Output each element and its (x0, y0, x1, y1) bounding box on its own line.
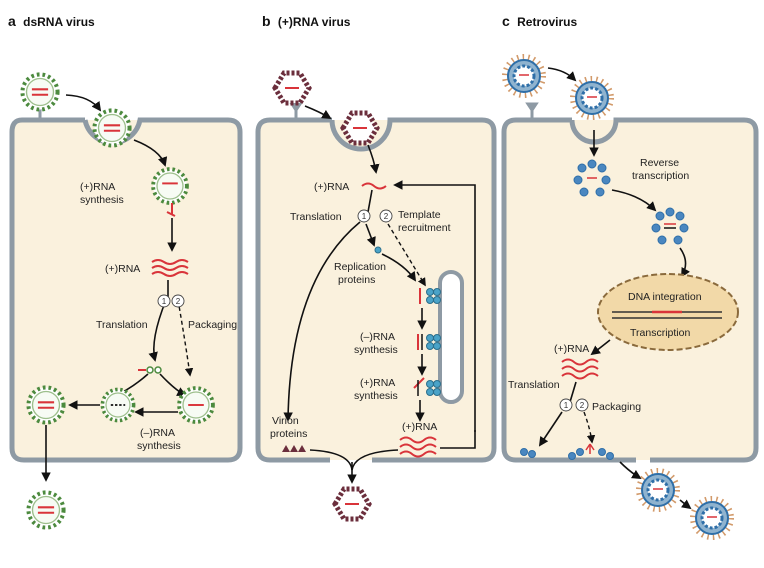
step-1-badge (157, 294, 171, 308)
label-a-neg-rna-synthesis-2: synthesis (137, 440, 181, 452)
retrovirus-budding-icon (639, 471, 677, 509)
label-c-reverse-2: transcription (632, 170, 689, 182)
label-b-pos-rna-synthesis-1: (+)RNA (360, 377, 395, 389)
dsrna-packaged-core-icon (177, 386, 215, 424)
rna-strand-icon (399, 436, 437, 444)
label-b-pos-rna-top: (+)RNA (314, 181, 349, 193)
pre-integration-complex-icon (651, 207, 689, 245)
label-b-replication-2: proteins (338, 274, 375, 286)
step-1-number: 1 (362, 212, 367, 221)
label-b-template-2: recruitment (398, 222, 451, 234)
panel-b-cell-membrane (255, 117, 497, 463)
label-b-virion-2: proteins (270, 428, 307, 440)
label-b-pos-rna-synthesis-2: synthesis (354, 390, 398, 402)
rna-strand-icon (561, 358, 599, 366)
rna-virion-icon (275, 73, 309, 103)
step-1-number: 1 (162, 297, 167, 306)
label-a-pos-rna-synthesis-1: (+)RNA (80, 181, 115, 193)
step-1-number: 1 (564, 401, 569, 410)
integrated-dna-icon (612, 310, 722, 319)
panel-b-cytoplasm (258, 120, 494, 460)
step-1-badge (357, 209, 371, 223)
capsid-proteins-icon (138, 366, 162, 374)
dsrna-mature-virion-icon (28, 387, 63, 422)
label-a-pos-rna-synthesis-2: synthesis (80, 194, 124, 206)
label-b-replication-1: Replication (334, 261, 386, 273)
virion-proteins-icon (282, 445, 306, 452)
panel-b-title: b (+)RNA virus (262, 13, 351, 29)
uncoated-capsid-icon (573, 159, 611, 197)
label-b-neg-rna-synthesis-1: (–)RNA (360, 331, 395, 343)
label-b-virion-1: Virion (272, 415, 299, 427)
panel-b: b (+)RNA virus (+)RNA 1 2 Translation Te… (255, 13, 497, 519)
label-c-transcription: Transcription (630, 327, 690, 339)
dsrna-virion-icon (22, 74, 57, 109)
label-a-neg-rna-synthesis-1: (–)RNA (140, 427, 175, 439)
label-b-pos-rna-bottom: (+)RNA (402, 421, 437, 433)
rna-strand-icon (151, 259, 189, 265)
step-2-number: 2 (176, 297, 181, 306)
panel-c-cell-membrane (501, 117, 759, 463)
panel-a-title: a dsRNA virus (8, 13, 95, 29)
label-a-pos-rna: (+)RNA (105, 263, 140, 275)
rna-virion-entering-icon (343, 113, 377, 143)
panel-a-cytoplasm (12, 120, 240, 460)
panel-c-title: c Retrovirus (502, 13, 577, 29)
retrovirus-virion-icon (505, 57, 543, 95)
rna-strand-icon (361, 182, 387, 190)
label-b-template-1: Template (398, 209, 441, 221)
label-a-packaging: Packaging (188, 319, 237, 331)
replication-complex-icons (426, 288, 441, 396)
dsrna-core-icon (151, 167, 189, 205)
dsrna-progeny-core-icon (100, 387, 136, 423)
retrovirus-mature-virion-icon (693, 499, 731, 537)
budding-proteins-icon (520, 443, 614, 460)
label-b-neg-rna-synthesis-2: synthesis (354, 344, 398, 356)
step-2-badge (171, 294, 185, 308)
receptor-icon (525, 102, 539, 118)
dsrna-released-virion-icon (28, 492, 63, 527)
label-c-translation: Translation (508, 379, 560, 391)
step-2-number: 2 (384, 212, 389, 221)
panel-a: a dsRNA virus (+)RNA synthesis (8, 13, 243, 528)
label-b-translation: Translation (290, 211, 342, 223)
dsrna-virion-entering-icon (94, 110, 129, 145)
label-c-packaging: Packaging (592, 401, 641, 413)
step-1-badge (559, 398, 573, 412)
retrovirus-fused-icon (573, 79, 611, 117)
panel-c: c Retrovirus Reverse transcri (501, 13, 759, 537)
label-a-translation: Translation (96, 319, 148, 331)
replication-membrane-compartment (438, 270, 464, 404)
step-2-badge (575, 398, 589, 412)
step-2-badge (379, 209, 393, 223)
rna-progeny-virion-icon (335, 489, 369, 519)
replication-protein-icon (374, 246, 382, 254)
label-c-reverse-1: Reverse (640, 157, 679, 169)
receptor-icon (289, 102, 303, 118)
label-c-dna-integration: DNA integration (628, 291, 702, 303)
label-c-pos-rna: (+)RNA (554, 343, 589, 355)
step-2-number: 2 (580, 401, 585, 410)
